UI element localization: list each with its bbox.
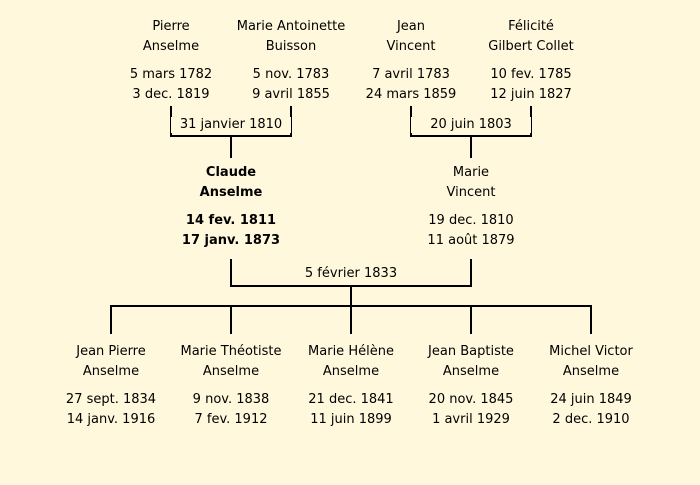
person-marie-vincent: Marie Vincent 19 dec. 1810 11 août 1879 <box>406 163 536 251</box>
person-pierre-anselme: Pierre Anselme 5 mars 1782 3 dec. 1819 <box>106 17 236 105</box>
death-date: 1 avril 1929 <box>432 412 510 427</box>
birth-date: 24 juin 1849 <box>550 392 632 407</box>
first-name: Jean Pierre <box>76 344 146 359</box>
last-name: Anselme <box>199 185 263 200</box>
person-marie-antoinette-buisson: Marie Antoinette Buisson 5 nov. 1783 9 a… <box>226 17 356 105</box>
last-name: Anselme <box>562 364 620 379</box>
death-date: 7 fev. 1912 <box>194 412 268 427</box>
death-date: 12 juin 1827 <box>490 87 572 102</box>
first-name: Marie Théotiste <box>180 344 282 359</box>
person-jean-vincent: Jean Vincent 7 avril 1783 24 mars 1859 <box>346 17 476 105</box>
person-child-marie-helene: Marie Hélène Anselme 21 dec. 1841 11 jui… <box>286 342 416 430</box>
birth-date: 14 fev. 1811 <box>185 213 277 228</box>
birth-date: 7 avril 1783 <box>372 67 450 82</box>
birth-date: 5 mars 1782 <box>129 67 213 82</box>
first-name: Marie Hélène <box>308 344 394 359</box>
death-date: 24 mars 1859 <box>365 87 457 102</box>
person-child-marie-theotiste: Marie Théotiste Anselme 9 nov. 1838 7 fe… <box>166 342 296 430</box>
death-date: 2 dec. 1910 <box>552 412 630 427</box>
marriage-date-text: 20 juin 1803 <box>430 117 512 132</box>
first-name: Marie <box>452 165 490 180</box>
last-name: Anselme <box>322 364 380 379</box>
birth-date: 27 sept. 1834 <box>65 392 157 407</box>
marriage-date-text: 31 janvier 1810 <box>179 117 283 132</box>
birth-date: 5 nov. 1783 <box>252 67 330 82</box>
marriage-date-text: 5 février 1833 <box>304 266 398 281</box>
first-name: Marie Antoinette <box>236 19 346 34</box>
first-name: Jean Baptiste <box>428 344 514 359</box>
person-child-michel-victor: Michel Victor Anselme 24 juin 1849 2 dec… <box>526 342 656 430</box>
last-name: Vincent <box>386 39 436 54</box>
death-date: 3 dec. 1819 <box>132 87 210 102</box>
first-name: Jean <box>396 19 426 34</box>
first-name: Claude <box>205 165 257 180</box>
person-claude-anselme: Claude Anselme 14 fev. 1811 17 janv. 187… <box>166 163 296 251</box>
last-name: Buisson <box>265 39 317 54</box>
birth-date: 10 fev. 1785 <box>490 67 572 82</box>
person-felicite-gilbert-collet: Félicité Gilbert Collet 10 fev. 1785 12 … <box>466 17 596 105</box>
first-name: Michel Victor <box>549 344 633 359</box>
marriage-date-maternal: 20 juin 1803 <box>411 117 531 133</box>
last-name: Anselme <box>202 364 260 379</box>
last-name: Gilbert Collet <box>488 39 574 54</box>
birth-date: 20 nov. 1845 <box>428 392 514 407</box>
first-name: Pierre <box>152 19 190 34</box>
person-child-jean-baptiste: Jean Baptiste Anselme 20 nov. 1845 1 avr… <box>406 342 536 430</box>
death-date: 9 avril 1855 <box>252 87 330 102</box>
death-date: 14 janv. 1916 <box>66 412 156 427</box>
death-date: 17 janv. 1873 <box>181 233 281 248</box>
last-name: Anselme <box>442 364 500 379</box>
birth-date: 19 dec. 1810 <box>428 213 514 228</box>
last-name: Vincent <box>446 185 496 200</box>
birth-date: 21 dec. 1841 <box>308 392 394 407</box>
birth-date: 9 nov. 1838 <box>192 392 270 407</box>
marriage-date-paternal: 31 janvier 1810 <box>171 117 291 133</box>
last-name: Anselme <box>142 39 200 54</box>
last-name: Anselme <box>82 364 140 379</box>
marriage-date-parents: 5 février 1833 <box>291 266 411 282</box>
death-date: 11 août 1879 <box>427 233 515 248</box>
person-child-jean-pierre: Jean Pierre Anselme 27 sept. 1834 14 jan… <box>46 342 176 430</box>
first-name: Félicité <box>508 19 554 34</box>
death-date: 11 juin 1899 <box>310 412 392 427</box>
